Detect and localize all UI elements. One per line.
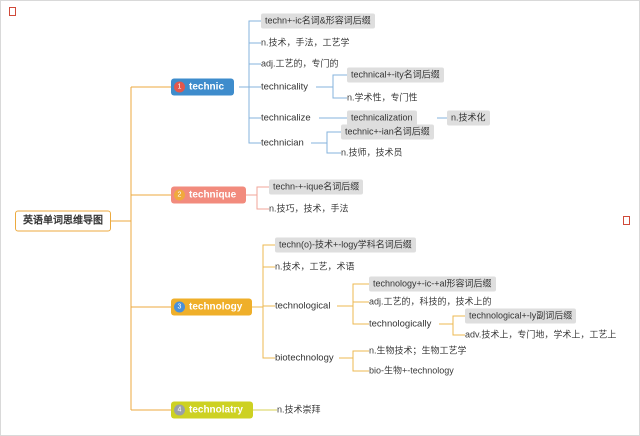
branch-number-badge: 3 [174, 301, 185, 313]
technolatry-meaning[interactable]: n.技术崇拜 [277, 404, 321, 415]
technology-meaning[interactable]: n.技术，工艺，术语 [275, 261, 355, 272]
watermark-mark [623, 216, 630, 225]
technic-adj-meaning[interactable]: adj.工艺的，专门的 [261, 58, 339, 69]
biotechnology-meaning[interactable]: n.生物技术；生物工艺学 [369, 345, 467, 356]
word-biotechnology[interactable]: biotechnology [275, 352, 334, 364]
word-technological[interactable]: technological [275, 300, 331, 312]
branch-label: technique [189, 189, 237, 201]
branch-technic[interactable]: 1 technic [171, 78, 235, 96]
technological-suffix-note[interactable]: technology+-ic-+al形容词后缀 [369, 276, 496, 292]
branch-technology[interactable]: 3 technology [171, 298, 253, 316]
technique-suffix-note[interactable]: techn-+-ique名词后缀 [269, 179, 364, 195]
branch-label: technolatry [189, 404, 243, 416]
technology-suffix-note[interactable]: techn(o)-技术+-logy学科名词后缀 [275, 237, 416, 253]
branch-number-badge: 2 [174, 189, 185, 201]
technological-meaning[interactable]: adj.工艺的，科技的，技术上的 [369, 296, 492, 307]
biotechnology-breakdown[interactable]: bio-生物+-technology [369, 365, 454, 376]
technic-suffix-note[interactable]: techn+-ic名词&形容词后缀 [261, 13, 375, 29]
technologically-suffix-note[interactable]: technological+-ly副词后缀 [465, 308, 577, 324]
word-technicality[interactable]: technicality [261, 81, 308, 93]
technicality-suffix-note[interactable]: technical+-ity名词后缀 [347, 67, 444, 83]
word-technicalization[interactable]: technicalization [347, 110, 417, 126]
technician-suffix-note[interactable]: technic+-ian名词后缀 [341, 124, 434, 140]
word-technologically[interactable]: technologically [369, 318, 432, 330]
technic-noun-meaning[interactable]: n.技术，手法，工艺学 [261, 37, 350, 48]
branch-number-badge: 1 [174, 81, 185, 93]
technicality-meaning[interactable]: n.学术性，专门性 [347, 92, 418, 103]
technician-meaning[interactable]: n.技师，技术员 [341, 147, 403, 158]
technique-meaning[interactable]: n.技巧，技术，手法 [269, 203, 349, 214]
word-technicalize[interactable]: technicalize [261, 112, 311, 124]
word-technician[interactable]: technician [261, 137, 304, 149]
branch-label: technology [189, 301, 243, 313]
root-topic[interactable]: 英语单词思维导图 [15, 210, 111, 232]
branch-label: technic [189, 81, 225, 93]
technologically-meaning[interactable]: adv.技术上，专门地，学术上，工艺上 [465, 329, 617, 340]
branch-technolatry[interactable]: 4 technolatry [171, 401, 253, 419]
branch-technique[interactable]: 2 technique [171, 186, 247, 204]
technicalization-meaning[interactable]: n.技术化 [447, 110, 490, 126]
branch-number-badge: 4 [174, 404, 185, 416]
watermark-mark [9, 7, 16, 16]
